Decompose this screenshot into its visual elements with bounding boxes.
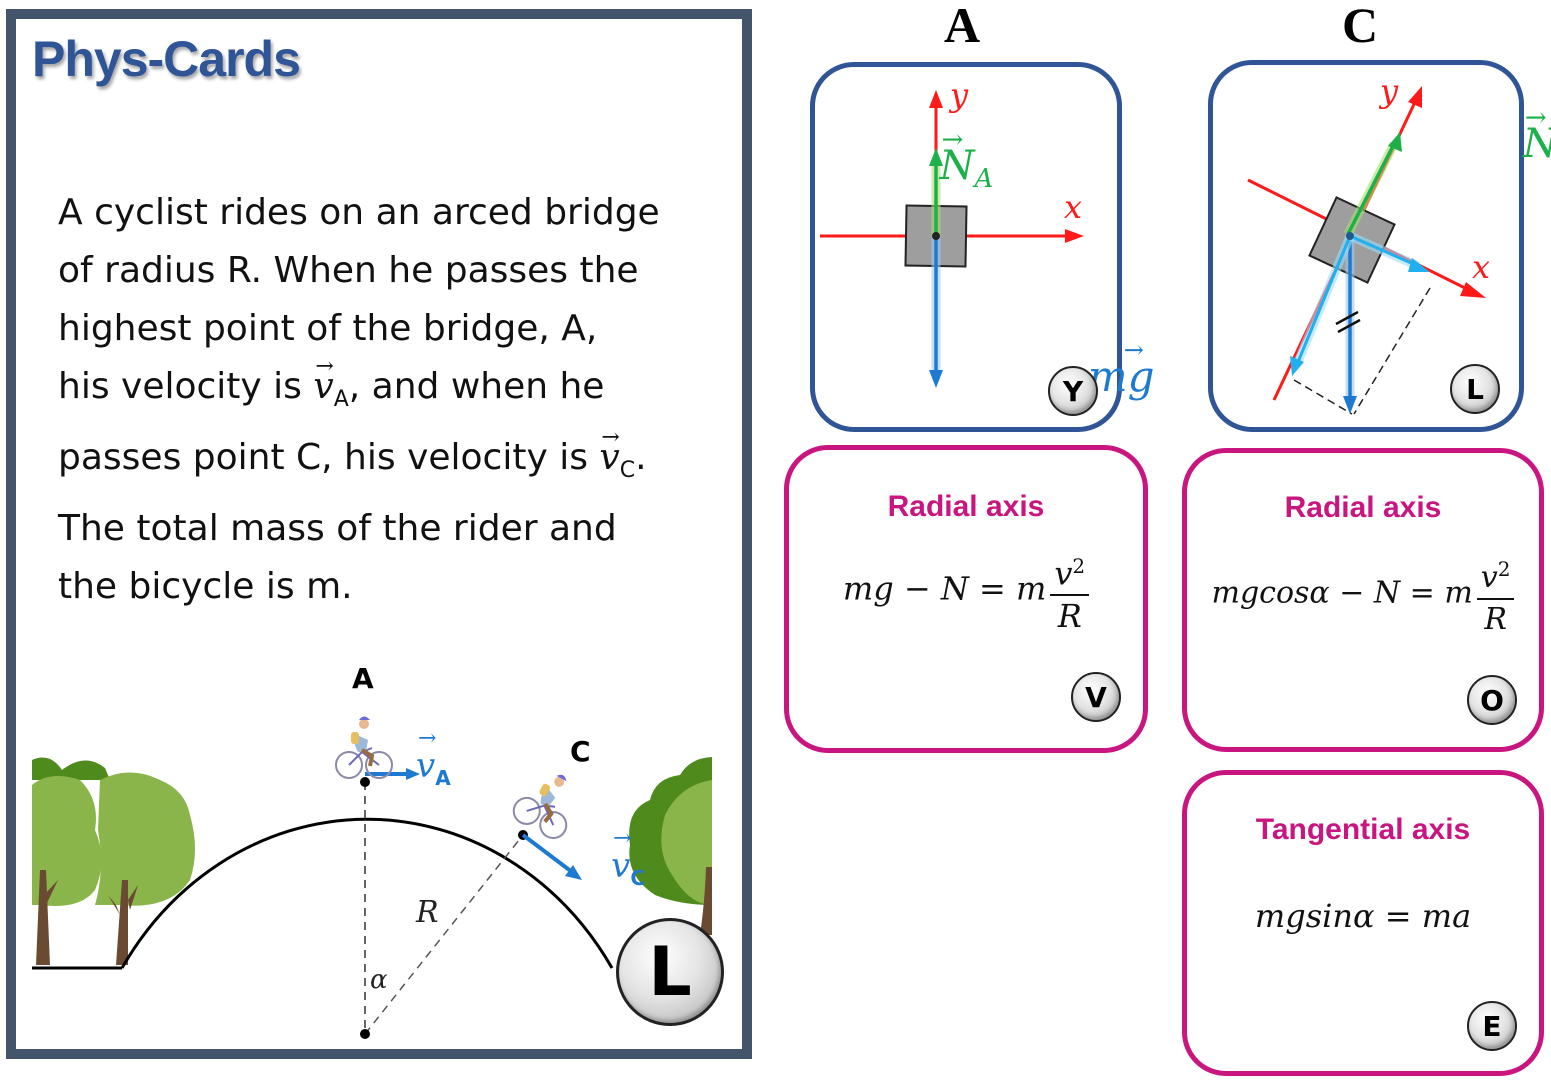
normal-force-arrow-icon [929,148,943,166]
y-axis-label: y [1380,72,1399,110]
y-axis-arrow-icon [929,90,943,108]
column-header-c: C [1342,0,1379,53]
normal-force-a-label: →NA [939,125,994,194]
cyclist-icon [512,774,568,840]
velocity-a-symbol: →vA [313,354,349,412]
y-axis-arrow-icon [1408,86,1422,108]
angle-label: α [370,965,388,995]
problem-line: the bicycle is m. [58,566,353,607]
radius-label: R [416,895,439,930]
velocity-a-label: →vA [416,726,451,790]
card-badge-v[interactable]: V [1071,672,1121,722]
card-badge-y[interactable]: Y [1048,366,1098,416]
problem-text-fragment: his velocity is [58,366,314,407]
problem-line: passes point C, his velocity is →vC. [58,425,718,500]
problem-line: his velocity is →vA, and when he [58,354,718,429]
fbd-diagram-a [820,90,1084,388]
tree-icon [629,757,712,935]
radial-component-arrow-icon [1290,356,1304,376]
card-badge-o[interactable]: O [1467,675,1517,725]
card-badge-e[interactable]: E [1467,1001,1517,1051]
velocity-a-arrow-icon [406,768,420,780]
y-axis-label: y [950,76,969,114]
card-badge-l[interactable]: L [1450,364,1500,414]
weight-arrow-icon [1343,396,1357,414]
tangential-component-arrow-icon [1408,258,1430,272]
velocity-c-arrow-icon [565,865,582,880]
x-axis-label: x [1472,248,1491,286]
x-axis-label: x [1064,188,1083,226]
x-axis-arrow-icon [1460,282,1486,298]
equation-title: Radial axis [1284,491,1442,524]
tree-icon [32,757,195,965]
equation-title: Tangential axis [1255,813,1471,846]
velocity-c-symbol: →vC [599,425,636,483]
problem-statement: A cyclist rides on an arced bridge of ra… [58,184,718,616]
x-axis-arrow-icon [1065,229,1084,243]
weight-a-label: →mg [1087,336,1155,401]
radius-c [364,834,524,1035]
point-a-dot [360,777,370,787]
card-badge-l[interactable]: L [616,918,724,1026]
fbd-diagram-c [1247,86,1486,415]
problem-line: A cyclist rides on an arced bridge [58,192,660,233]
bridge-scene [32,716,712,1039]
bridge-arc [120,817,614,969]
point-c-label: C [570,735,591,768]
problem-line: The total mass of the rider and [58,508,617,549]
center-dot [360,1029,370,1039]
point-a-label: A [352,662,374,695]
card-title: Phys-Cards [32,31,301,87]
velocity-c-label: →vC [611,826,646,890]
problem-text-fragment: , and when he [348,366,605,407]
equation-expression: mgsinα = ma [1254,897,1472,935]
normal-force-c-label: →NC [1523,103,1551,167]
problem-line: highest point of the bridge, A, [58,308,598,349]
normal-force-arrow-icon [1388,132,1402,152]
parallel-mark-icon [1335,310,1359,326]
column-header-a: A [944,0,981,53]
cyclist-icon [335,716,393,779]
equation-card-c-tangential[interactable]: Tangential axis mgsinα = ma E [1182,770,1544,1076]
equation-title: Radial axis [887,490,1045,523]
problem-text-fragment: passes point C, his velocity is [58,437,600,478]
weight-arrow-icon [929,370,943,388]
problem-line: of radius R. When he passes the [58,250,639,291]
